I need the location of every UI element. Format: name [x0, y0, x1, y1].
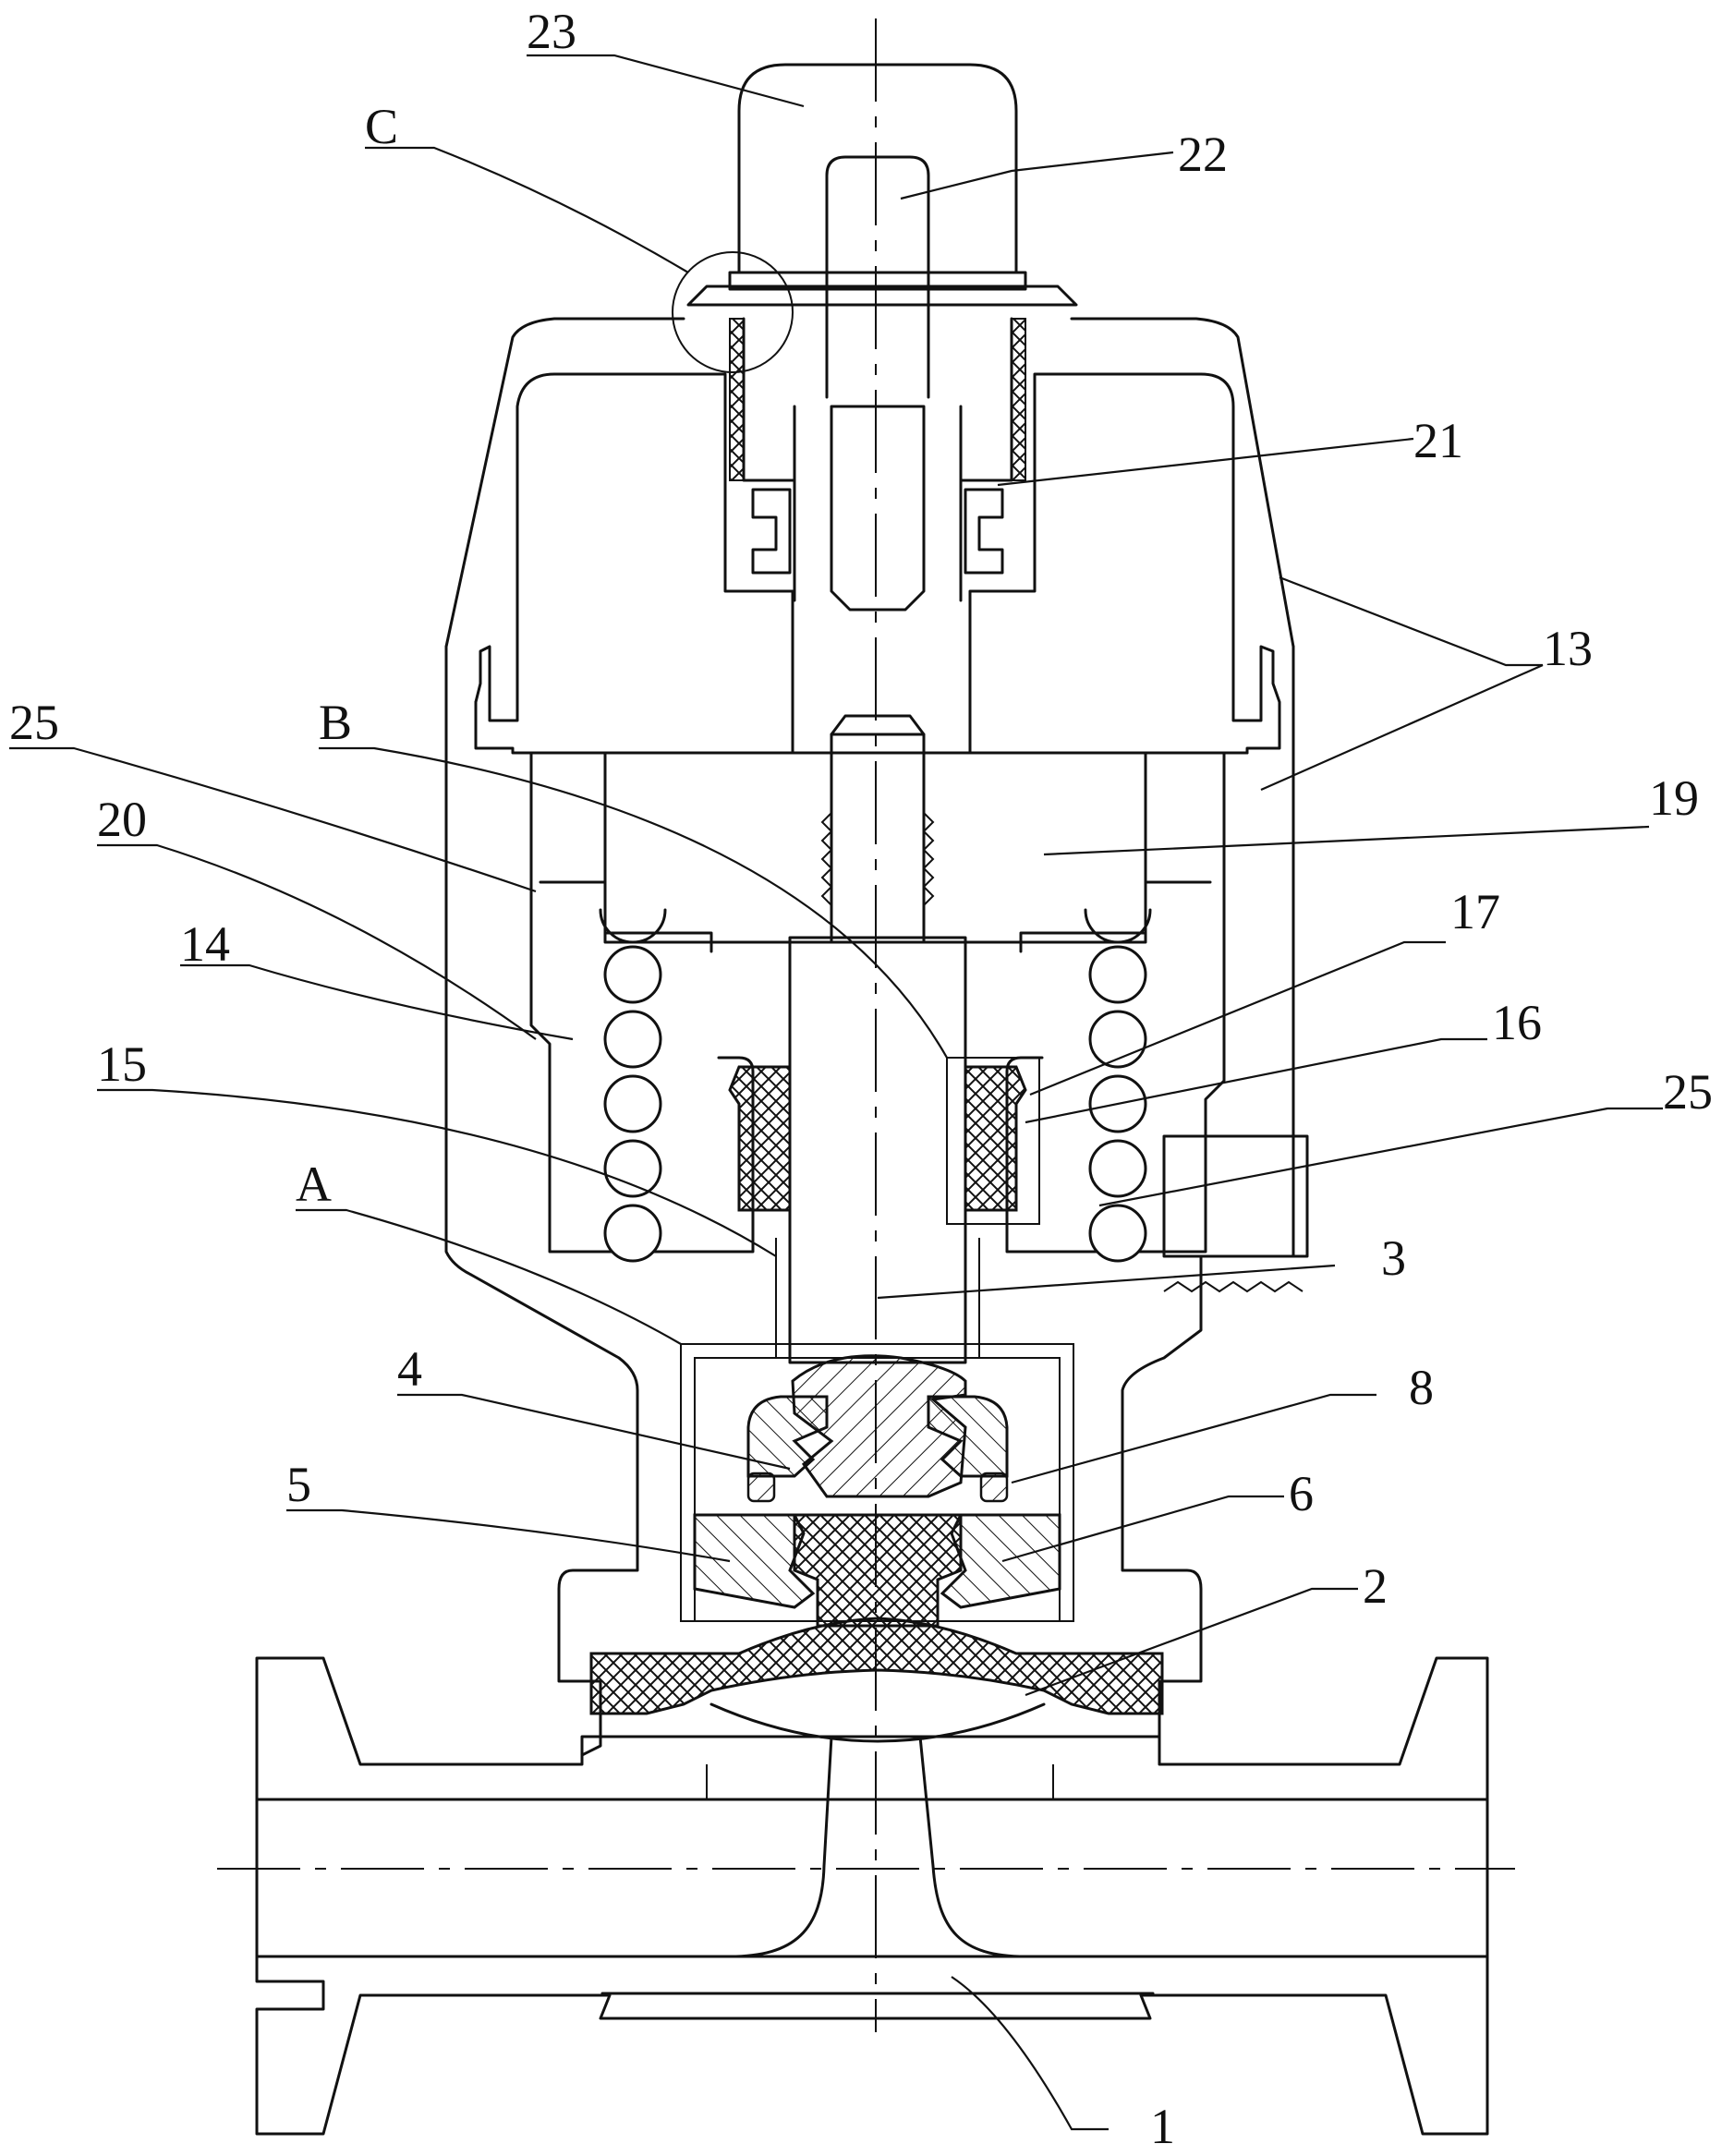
spring-right [1084, 908, 1152, 1263]
diaphragm [589, 1617, 1164, 1743]
valve-body [255, 1656, 1489, 2136]
leader-lines [9, 54, 1663, 2131]
label-17: 17 [1450, 884, 1500, 939]
label-15: 15 [97, 1036, 147, 1092]
label-6: 6 [1289, 1466, 1314, 1521]
label-14: 14 [180, 916, 230, 972]
compressor-assembly [680, 1343, 1074, 1628]
label-8: 8 [1409, 1360, 1434, 1415]
label-1: 1 [1150, 2099, 1175, 2154]
label-25-upper: 25 [9, 695, 59, 750]
label-22: 22 [1178, 127, 1228, 182]
bonnet-housing [444, 317, 1309, 1757]
label-13: 13 [1543, 621, 1593, 676]
label-c: C [365, 99, 398, 154]
label-a: A [296, 1157, 332, 1212]
detail-circle-c [672, 251, 794, 373]
piston [603, 714, 1147, 944]
stem-seal-left [728, 1065, 792, 1212]
label-16: 16 [1492, 995, 1542, 1050]
label-23: 23 [527, 4, 576, 59]
detail-box-b [946, 1057, 1040, 1225]
label-2: 2 [1363, 1558, 1388, 1614]
label-5: 5 [286, 1457, 311, 1512]
top-cap [686, 63, 1078, 612]
stem-seal-right [964, 1065, 1027, 1212]
label-20: 20 [97, 792, 147, 847]
label-19: 19 [1649, 770, 1699, 826]
label-b: B [319, 695, 352, 750]
label-3: 3 [1381, 1230, 1406, 1286]
label-4: 4 [397, 1341, 422, 1397]
valve-stem [775, 936, 980, 1364]
label-25-lower: 25 [1663, 1064, 1713, 1120]
label-21: 21 [1413, 413, 1463, 468]
spring-left [599, 908, 667, 1263]
